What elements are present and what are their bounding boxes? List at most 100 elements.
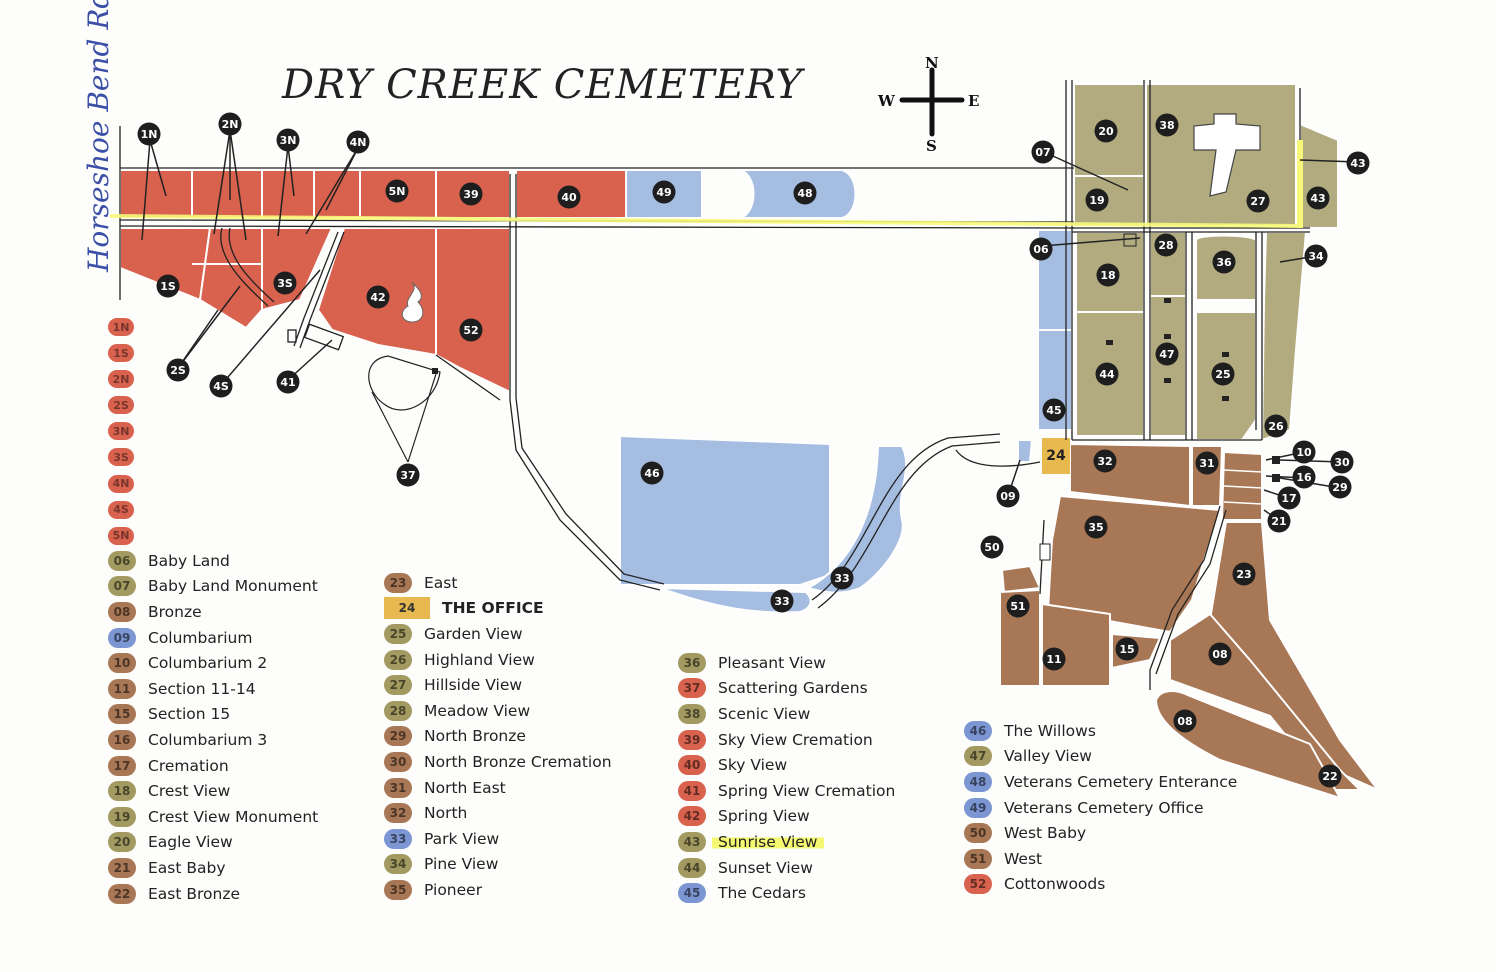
- marker-25[interactable]: 25: [1211, 362, 1235, 386]
- marker-34[interactable]: 34: [1304, 244, 1328, 268]
- marker-38[interactable]: 38: [1155, 113, 1179, 137]
- section-33-upper[interactable]: [805, 445, 908, 594]
- legend-badge: 20: [108, 832, 136, 853]
- marker-08a[interactable]: 08: [1208, 642, 1232, 666]
- marker-33b[interactable]: 33: [770, 589, 794, 613]
- marker-26[interactable]: 26: [1264, 414, 1288, 438]
- marker-1s[interactable]: 1S: [156, 274, 180, 298]
- marker-23[interactable]: 23: [1232, 562, 1256, 586]
- marker-29[interactable]: 29: [1328, 475, 1352, 499]
- badge-4n: 4N: [108, 474, 134, 493]
- marker-50[interactable]: 50: [980, 535, 1004, 559]
- marker-20[interactable]: 20: [1094, 119, 1118, 143]
- legend-badge: 26: [384, 649, 412, 670]
- marker-18[interactable]: 18: [1096, 263, 1120, 287]
- marker-2n[interactable]: 2N: [218, 112, 242, 136]
- section-32[interactable]: [1069, 442, 1191, 508]
- section-34[interactable]: [1260, 231, 1308, 442]
- section-2n[interactable]: [191, 169, 263, 219]
- section-47[interactable]: [1149, 295, 1187, 437]
- marker-39[interactable]: 39: [459, 182, 483, 206]
- marker-48[interactable]: 48: [793, 181, 817, 205]
- section-3n[interactable]: [261, 169, 315, 219]
- marker-40[interactable]: 40: [557, 185, 581, 209]
- marker-21[interactable]: 21: [1267, 509, 1291, 533]
- legend-label: West: [1004, 849, 1043, 868]
- marker-label: 42: [370, 291, 385, 304]
- marker-label: 33: [834, 572, 849, 585]
- marker-17[interactable]: 17: [1277, 486, 1301, 510]
- marker-49[interactable]: 49: [652, 180, 676, 204]
- section-09[interactable]: [1017, 439, 1034, 463]
- marker-label: 31: [1199, 457, 1214, 470]
- marker-51[interactable]: 51: [1006, 594, 1030, 618]
- marker-5n[interactable]: 5N: [385, 179, 409, 203]
- marker-24[interactable]: 24: [1046, 448, 1066, 464]
- section-19[interactable]: [1073, 175, 1145, 227]
- marker-label: 36: [1216, 256, 1232, 269]
- marker-10[interactable]: 10: [1292, 440, 1316, 464]
- marker-45[interactable]: 45: [1042, 398, 1066, 422]
- marker-07[interactable]: 07: [1031, 140, 1055, 164]
- marker-11[interactable]: 11: [1042, 647, 1066, 671]
- marker-4n[interactable]: 4N: [346, 130, 370, 154]
- section-50[interactable]: [1000, 564, 1042, 594]
- legend-badge: 43: [678, 831, 706, 852]
- marker-19[interactable]: 19: [1085, 188, 1109, 212]
- marker-22[interactable]: 22: [1318, 764, 1342, 788]
- marker-36[interactable]: 36: [1212, 250, 1236, 274]
- marker-41[interactable]: 41: [276, 370, 300, 394]
- section-49[interactable]: [625, 169, 703, 219]
- marker-46[interactable]: 46: [640, 461, 664, 485]
- marker-28[interactable]: 28: [1154, 233, 1178, 257]
- marker-37[interactable]: 37: [396, 463, 420, 487]
- marker-31[interactable]: 31: [1195, 451, 1219, 475]
- marker-15[interactable]: 15: [1115, 637, 1139, 661]
- badge-3n: 3N: [108, 422, 134, 441]
- marker-3s[interactable]: 3S: [273, 271, 297, 295]
- marker-4s[interactable]: 4S: [209, 374, 233, 398]
- marker-06[interactable]: 06: [1029, 237, 1053, 261]
- legend-badge: 47: [964, 746, 992, 767]
- marker-43b[interactable]: 43: [1306, 186, 1330, 210]
- legend-badge: 36: [678, 652, 706, 673]
- marker-27[interactable]: 27: [1246, 189, 1270, 213]
- marker-52[interactable]: 52: [459, 318, 483, 342]
- marker-44[interactable]: 44: [1095, 362, 1119, 386]
- section-11[interactable]: [1041, 602, 1111, 687]
- legend-label: Scattering Gardens: [718, 679, 868, 698]
- legend-badge: 52: [964, 874, 992, 895]
- legend-badge: 29: [384, 726, 412, 747]
- section-46[interactable]: [619, 434, 831, 586]
- marker-30[interactable]: 30: [1330, 450, 1354, 474]
- section-08-lower[interactable]: [1154, 690, 1343, 800]
- marker-35[interactable]: 35: [1084, 515, 1108, 539]
- office-building[interactable]: [1042, 438, 1070, 474]
- marker-33a[interactable]: 33: [830, 566, 854, 590]
- section-2s[interactable]: [198, 227, 263, 330]
- legend-label: Baby Land: [148, 551, 230, 570]
- marker-08b[interactable]: 08: [1173, 709, 1197, 733]
- section-52[interactable]: [435, 227, 511, 394]
- legend-label: North East: [424, 778, 506, 797]
- section-43[interactable]: [1299, 122, 1339, 229]
- marker-16[interactable]: 16: [1292, 465, 1316, 489]
- marker-47[interactable]: 47: [1155, 342, 1179, 366]
- marker-3n[interactable]: 3N: [276, 128, 300, 152]
- marker-09[interactable]: 09: [996, 484, 1020, 508]
- marker-2s[interactable]: 2S: [166, 358, 190, 382]
- section-1n[interactable]: [119, 169, 193, 219]
- marker-43a[interactable]: 43: [1346, 151, 1370, 175]
- marker-1n[interactable]: 1N: [137, 122, 161, 146]
- marker-42[interactable]: 42: [366, 285, 390, 309]
- marker-32[interactable]: 32: [1093, 449, 1117, 473]
